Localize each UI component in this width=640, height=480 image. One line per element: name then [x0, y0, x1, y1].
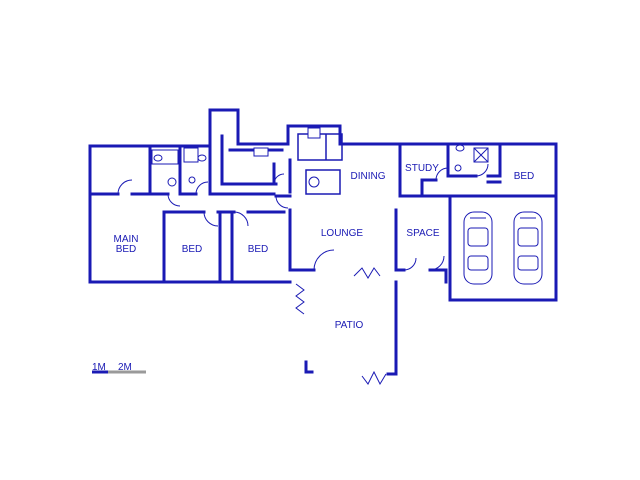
room-label-main-bed-1: MAIN: [114, 234, 139, 245]
toilet-fixture: [455, 144, 465, 152]
room-label-space: SPACE: [406, 228, 439, 239]
stove-fixture: [307, 127, 321, 139]
fixtures: [151, 127, 489, 188]
room-label-bed-1: BED: [182, 244, 203, 255]
toilet-fixture: [197, 154, 207, 162]
shower-fixture: [183, 147, 199, 163]
walls: [88, 108, 558, 376]
room-label-bed-3: BED: [514, 171, 535, 182]
room-label-main-bed-2: BED: [116, 244, 137, 255]
room-label-bed-2: BED: [248, 244, 269, 255]
car-right: [513, 211, 543, 285]
room-label-study: STUDY: [405, 163, 439, 174]
doors: [117, 163, 489, 386]
car-left: [463, 211, 493, 285]
basin-fixture: [188, 176, 196, 184]
scale-label-1m: 1M: [92, 362, 106, 373]
scale-bar: 1M 2M: [92, 362, 146, 374]
room-labels: MAIN BED BED BED LOUNGE DINING STUDY SPA…: [114, 163, 535, 331]
basin-fixture: [167, 177, 177, 187]
garage-cars: [463, 211, 543, 285]
room-label-dining: DINING: [351, 171, 386, 182]
toilet-fixture: [153, 154, 163, 162]
table-fixture: [308, 176, 320, 188]
sink-fixture: [253, 147, 269, 157]
room-label-lounge: LOUNGE: [321, 228, 364, 239]
basin-fixture: [454, 164, 462, 172]
room-label-patio: PATIO: [335, 320, 364, 331]
scale-label-2m: 2M: [118, 362, 132, 373]
